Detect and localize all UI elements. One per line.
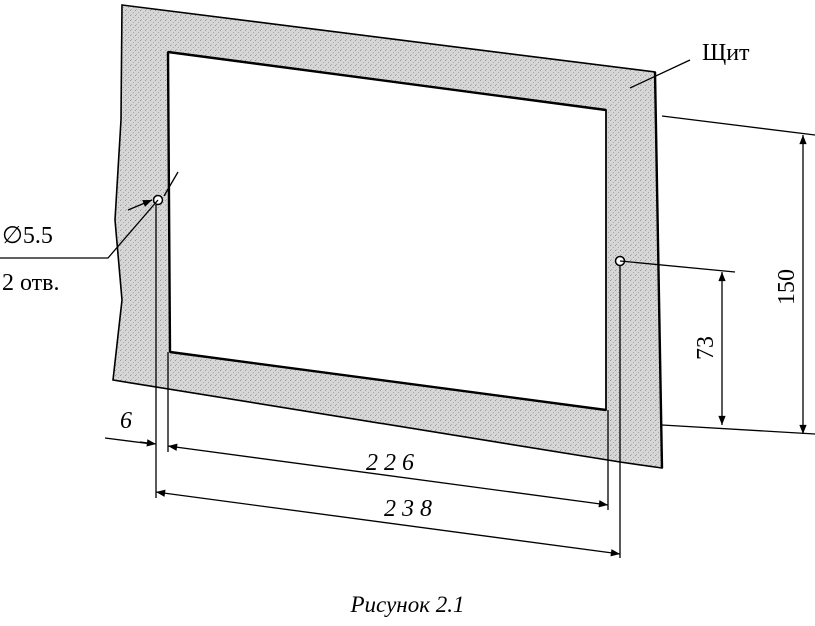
hole-height-label: 73 bbox=[693, 336, 719, 360]
hole-callout-tick bbox=[163, 171, 179, 197]
panel-edge-right bbox=[653, 71, 664, 469]
hole-callout-leader bbox=[0, 199, 159, 259]
hole-spacing-dimension-line bbox=[155, 489, 621, 557]
hole-callout-arrow bbox=[127, 199, 153, 211]
cutout-edge-left bbox=[166, 51, 172, 353]
hole-diameter-label: ∅5.5 bbox=[2, 223, 53, 249]
figure-caption: Рисунок 2.1 bbox=[350, 592, 465, 617]
extension-line-bottom bbox=[661, 424, 815, 435]
offset-dimension-arrow bbox=[139, 439, 157, 447]
cutout-width-label: 2 2 6 bbox=[366, 450, 414, 476]
cutout-edge-bottom bbox=[169, 350, 607, 412]
panel-label-leader bbox=[629, 59, 691, 89]
panel-shape bbox=[112, 4, 663, 469]
cutout-edge-top bbox=[167, 50, 607, 112]
extension-line-top bbox=[661, 115, 815, 136]
offset-dimension-label: 6 bbox=[120, 408, 132, 434]
hole-count-label: 2 отв. bbox=[2, 270, 60, 296]
panel-label: Щит bbox=[702, 40, 750, 66]
hole-spacing-label: 2 3 8 bbox=[384, 496, 432, 522]
cutout-height-label: 150 bbox=[774, 269, 800, 305]
extension-line-hole-height bbox=[619, 260, 736, 273]
